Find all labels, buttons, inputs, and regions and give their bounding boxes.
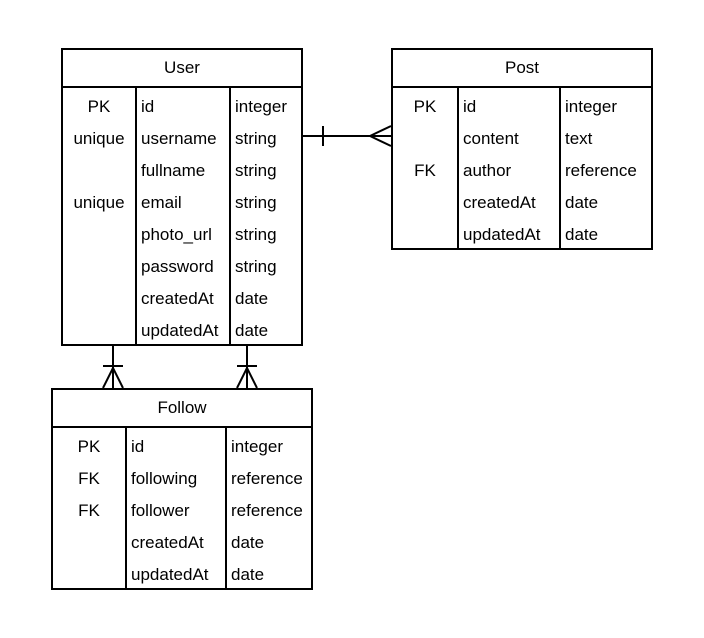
field-name: updatedAt [131,565,209,584]
field-name: createdAt [131,533,204,552]
entity-body: PK FK FK id following follower createdAt… [53,428,311,588]
key-cell: PK [413,97,437,116]
key-cell: PK [77,437,101,456]
field-type: string [235,129,277,148]
key-cell: unique [73,129,125,148]
field-type: string [235,225,277,244]
key-column: PK unique unique [63,92,135,344]
field-name: email [141,193,182,212]
field-name: id [463,97,477,116]
field-type: date [565,225,599,244]
field-type: date [231,533,265,552]
field-name: id [131,437,145,456]
field-type: integer [235,97,287,116]
crows-foot-marker [246,367,258,389]
relationship-user-follow-following [102,346,124,389]
name-column: id content author createdAt updatedAt [457,88,561,248]
field-name: createdAt [463,193,536,212]
entity-follow[interactable]: Follow PK FK FK id following follower cr… [51,388,313,590]
type-column: integer text reference date date [559,88,653,248]
key-column: PK FK [393,92,457,248]
relationship-user-post [303,125,392,147]
field-name: following [131,469,198,488]
field-name: createdAt [141,289,214,308]
field-name: updatedAt [463,225,541,244]
entity-title: Follow [53,390,311,428]
key-cell: PK [87,97,111,116]
crows-foot-marker [112,367,124,389]
field-name: id [141,97,155,116]
crows-foot-marker [236,367,248,389]
crows-foot-marker [369,135,392,147]
field-type: string [235,257,277,276]
field-name: username [141,129,217,148]
key-cell: FK [414,161,436,180]
field-type: integer [565,97,617,116]
field-type: integer [231,437,283,456]
field-name: follower [131,501,190,520]
entity-post[interactable]: Post PK FK id content author createdAt u… [391,48,653,250]
entity-title: Post [393,50,651,88]
type-column: integer reference reference date date [225,428,313,588]
field-type: reference [231,501,303,520]
relationship-user-follow-follower [236,346,258,389]
field-type: string [235,161,277,180]
key-cell: FK [78,501,100,520]
field-type: text [565,129,593,148]
key-cell: FK [78,469,100,488]
field-name: password [141,257,214,276]
field-name: fullname [141,161,206,180]
field-type: date [565,193,599,212]
field-name: author [463,161,512,180]
entity-user[interactable]: User PK unique unique id username fullna… [61,48,303,346]
field-name: photo_url [141,225,212,244]
field-type: date [231,565,265,584]
field-type: date [235,289,269,308]
entity-title: User [63,50,301,88]
key-cell: unique [73,193,125,212]
field-name: updatedAt [141,321,219,340]
type-column: integer string string string string stri… [229,88,303,344]
entity-body: PK unique unique id username fullname em… [63,88,301,344]
field-type: reference [231,469,303,488]
key-column: PK FK FK [53,432,125,588]
crows-foot-marker [369,125,392,137]
field-type: date [235,321,269,340]
field-type: string [235,193,277,212]
name-column: id following follower createdAt updatedA… [125,428,227,588]
name-column: id username fullname email photo_url pas… [135,88,231,344]
field-type: reference [565,161,637,180]
field-name: content [463,129,519,148]
entity-body: PK FK id content author createdAt update… [393,88,651,248]
crows-foot-marker [102,367,114,389]
